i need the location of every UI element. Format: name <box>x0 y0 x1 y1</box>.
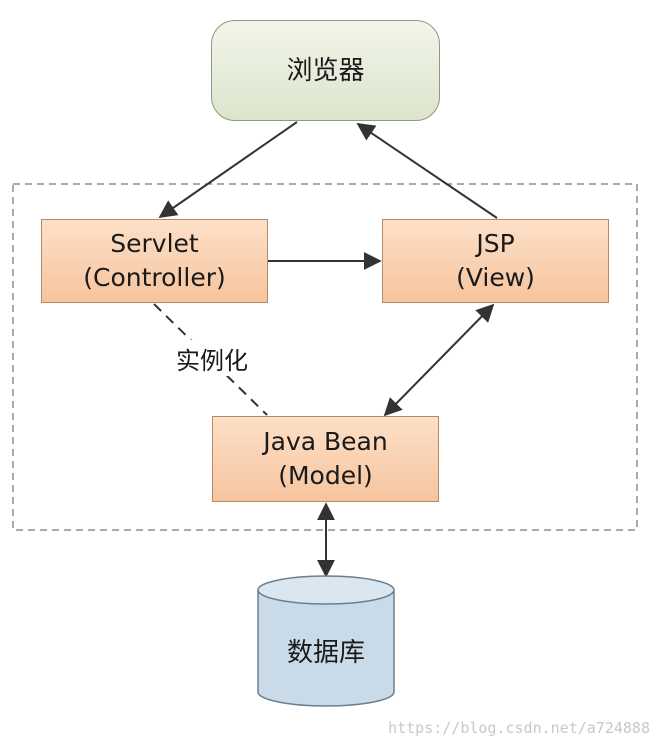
database-cylinder <box>257 575 395 707</box>
view-label: (View) <box>456 263 535 292</box>
watermark-text: https://blog.csdn.net/a724888 <box>388 719 650 737</box>
database-label: 数据库 <box>286 637 365 668</box>
arrow-browser-to-servlet <box>158 121 298 219</box>
dashed-servlet-bean <box>153 303 268 416</box>
arrow-jsp-bean <box>383 303 495 417</box>
controller-label: (Controller) <box>83 263 226 292</box>
servlet-label: Servlet <box>110 229 199 258</box>
system-boundary <box>12 183 638 531</box>
jsp-label: JSP <box>476 229 515 258</box>
jsp-view-node: JSP (View) <box>382 219 609 303</box>
model-label: (Model) <box>278 461 373 490</box>
java-bean-label: Java Bean <box>263 427 388 456</box>
browser-node: 浏览器 <box>211 20 440 121</box>
java-bean-model-node: Java Bean (Model) <box>212 416 439 502</box>
arrow-jsp-to-browser <box>356 122 498 219</box>
browser-label: 浏览器 <box>286 55 365 86</box>
servlet-controller-node: Servlet (Controller) <box>41 219 268 303</box>
instantiate-edge-label: 实例化 <box>162 340 262 376</box>
